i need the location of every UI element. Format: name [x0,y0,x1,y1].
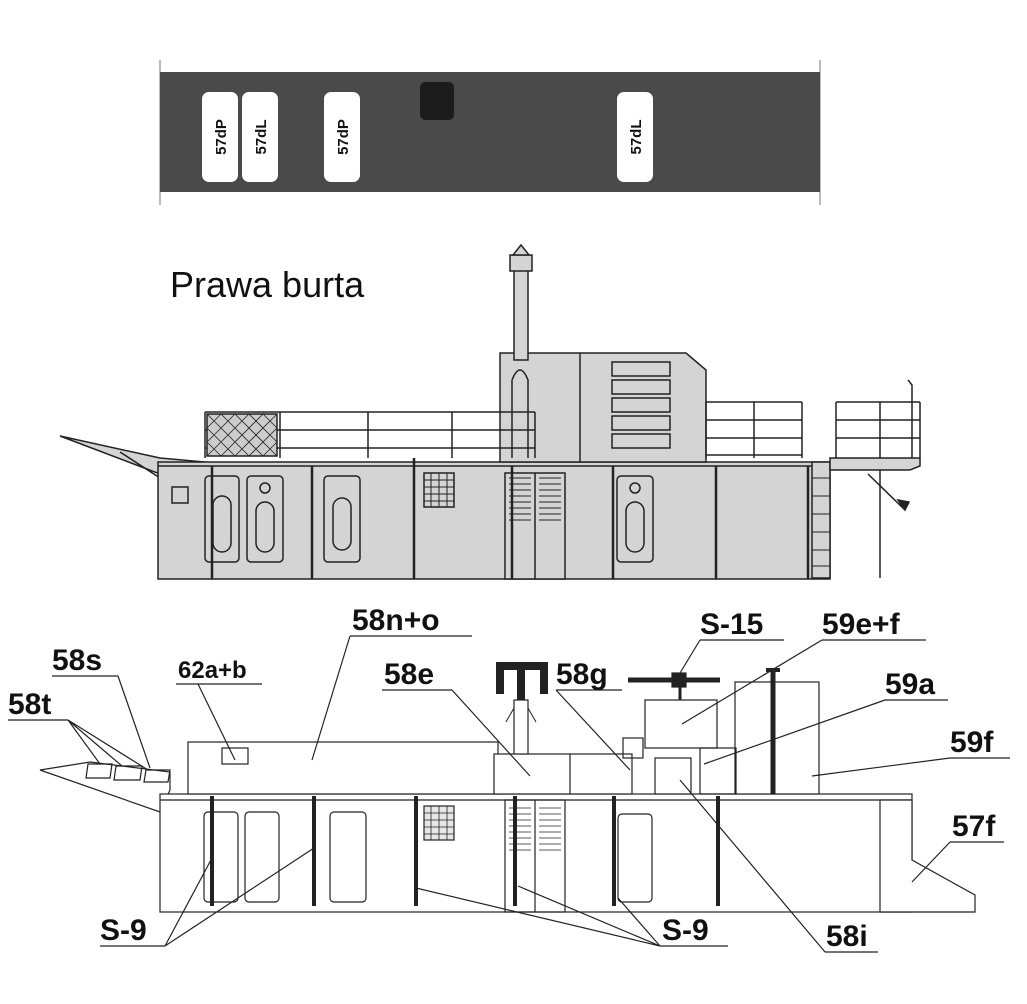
deck-tag-label: 57dL [253,119,270,154]
label-58i: 58i [826,920,868,953]
deck-tag: 57dL [617,92,653,182]
deck-tag: 57dP [202,92,238,182]
deck-tag-label: 57dL [628,119,645,154]
deck-tag: 57dL [242,92,278,182]
label-58t: 58t [8,688,51,721]
door [323,475,361,563]
label-s-15: S-15 [700,608,763,641]
label-58g: 58g [556,658,608,691]
label-62a-b: 62a+b [178,657,247,684]
side-view-title: Prawa burta [170,264,365,305]
deck-strip: 57dP 57dL 57dP 57dL [159,60,821,205]
part-labels: 58t 58s 62a+b 58n+o 58e 58g S-15 59e+f 5… [8,604,996,953]
callouts [8,635,1010,953]
hatch-mark [420,82,454,120]
outline-hull [159,793,913,913]
label-59a: 59a [885,668,935,701]
label-59e-f: 59e+f [822,608,901,641]
label-s-9-left: S-9 [100,914,147,947]
deck-tag: 57dP [324,92,360,182]
superstructure [499,352,707,463]
door [246,475,284,563]
door [204,475,240,563]
label-59f: 59f [950,726,994,759]
side-view [59,243,921,580]
deck-tag-label: 57dP [335,119,352,155]
label-s-9-right: S-9 [662,914,709,947]
deck-tag-label: 57dP [213,119,230,155]
label-58s: 58s [52,644,102,677]
label-57f: 57f [952,810,996,843]
label-58e: 58e [384,658,434,691]
door [616,475,654,563]
outline-view [39,662,976,913]
label-58n-o: 58n+o [352,604,440,637]
